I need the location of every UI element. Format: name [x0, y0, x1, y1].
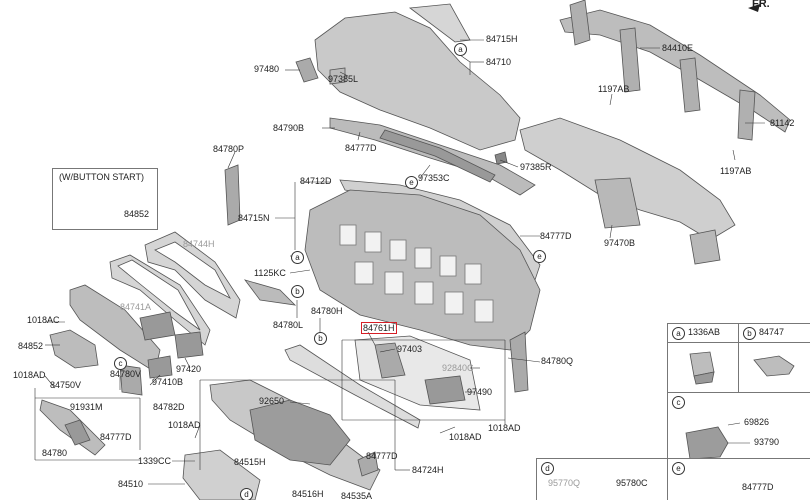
part-97385R[interactable]: 97385R: [520, 162, 552, 172]
part-84777D-c[interactable]: 84777D: [100, 432, 132, 442]
part-91931M[interactable]: 91931M: [70, 402, 103, 412]
front-direction-label: FR.: [752, 0, 770, 10]
side-strip: [284, 344, 421, 429]
part-84780[interactable]: 84780: [42, 448, 68, 458]
part-1018AD-d[interactable]: 1018AD: [488, 423, 521, 433]
callout-d-key: d: [541, 462, 554, 475]
callout-e-2[interactable]: e: [533, 250, 546, 263]
callout-a-2[interactable]: a: [291, 251, 304, 264]
part-84744H[interactable]: 84744H: [183, 239, 215, 249]
part-1197AB-right[interactable]: 1197AB: [720, 166, 752, 176]
part-97353C[interactable]: 97353C: [418, 173, 450, 183]
part-97385L[interactable]: 97385L: [328, 74, 359, 84]
part-84715H[interactable]: 84715H: [486, 34, 518, 44]
clip-part-icon: [689, 351, 715, 385]
part-84410E[interactable]: 84410E: [662, 43, 694, 53]
part-84780P[interactable]: 84780P: [213, 144, 245, 154]
part-84515H[interactable]: 84515H: [234, 457, 266, 467]
glove-box-door: [182, 449, 261, 500]
legend-cell-a: a 1336AB: [668, 324, 739, 392]
part-95770Q[interactable]: 95770Q: [548, 478, 581, 488]
part-84777D-e[interactable]: 84777D: [742, 482, 774, 492]
callout-e-1[interactable]: e: [405, 176, 418, 189]
part-84741A[interactable]: 84741A: [120, 302, 152, 312]
callout-b-2[interactable]: b: [314, 332, 327, 345]
part-84712D[interactable]: 84712D: [300, 176, 332, 186]
part-1018AD-c[interactable]: 1018AD: [449, 432, 482, 442]
part-84516H[interactable]: 84516H: [292, 489, 324, 499]
part-1018AD-b[interactable]: 1018AD: [168, 420, 201, 430]
part-84710[interactable]: 84710: [486, 57, 512, 67]
front-arrow-icon: [748, 4, 760, 12]
legend-cell-b: b 84747: [739, 324, 810, 392]
part-1018AD-a[interactable]: 1018AD: [13, 370, 46, 380]
part-97470B[interactable]: 97470B: [604, 238, 636, 248]
part-1125KC[interactable]: 1125KC: [254, 268, 286, 278]
callout-e-key: e: [672, 462, 685, 475]
part-92840C[interactable]: 92840C: [442, 363, 474, 373]
part-97410B[interactable]: 97410B: [152, 377, 184, 387]
callout-d-1[interactable]: d: [240, 488, 253, 500]
part-84852-a[interactable]: 84852: [124, 209, 150, 219]
part-84747[interactable]: 84747: [759, 327, 785, 337]
part-84510[interactable]: 84510: [118, 479, 144, 489]
part-93790[interactable]: 93790: [754, 437, 780, 447]
part-84761H-highlighted[interactable]: 84761H: [361, 322, 397, 334]
part-1197AB-top[interactable]: 1197AB: [598, 84, 630, 94]
part-97480[interactable]: 97480: [254, 64, 280, 74]
part-97403[interactable]: 97403: [397, 344, 423, 354]
legend-cell-d: d: [536, 458, 668, 500]
part-84777D-d[interactable]: 84777D: [366, 451, 398, 461]
legend-cell-e: e: [667, 458, 810, 500]
legend-cell-c: c 69826 93790: [668, 392, 810, 461]
part-97420[interactable]: 97420: [176, 364, 202, 374]
part-84780Q[interactable]: 84780Q: [541, 356, 574, 366]
callout-a-1[interactable]: a: [454, 43, 467, 56]
part-92650[interactable]: 92650: [259, 396, 285, 406]
part-84780H[interactable]: 84780H: [311, 306, 343, 316]
part-95780C[interactable]: 95780C: [616, 478, 648, 488]
part-69826[interactable]: 69826: [744, 417, 770, 427]
callout-b-key: b: [743, 327, 756, 340]
callout-b-1[interactable]: b: [291, 285, 304, 298]
part-84715N[interactable]: 84715N: [238, 213, 270, 223]
button-start-inset: (W/BUTTON START): [52, 168, 158, 230]
part-84782D[interactable]: 84782D: [153, 402, 185, 412]
cowl-cross-bar: [559, 9, 791, 133]
part-84750V[interactable]: 84750V: [50, 380, 82, 390]
part-1336AB[interactable]: 1336AB: [688, 327, 721, 337]
part-1339CC[interactable]: 1339CC: [138, 456, 172, 466]
connector-part-icon: [685, 422, 750, 460]
callout-c-key: c: [672, 396, 685, 409]
part-84724H[interactable]: 84724H: [412, 465, 444, 475]
part-81142[interactable]: 81142: [770, 118, 795, 128]
part-84777D-b[interactable]: 84777D: [540, 231, 572, 241]
part-1018AC[interactable]: 1018AC: [27, 315, 60, 325]
part-84852-b[interactable]: 84852: [18, 341, 44, 351]
main-crash-pad: [304, 189, 541, 351]
upper-crash-pad: [314, 11, 521, 151]
variant-note: (W/BUTTON START): [59, 172, 144, 182]
callout-c-1[interactable]: c: [114, 357, 127, 370]
part-97490[interactable]: 97490: [467, 387, 493, 397]
part-84780L[interactable]: 84780L: [273, 320, 304, 330]
part-84780V[interactable]: 84780V: [110, 369, 142, 379]
bracket-part-icon: [753, 355, 795, 377]
part-84535A[interactable]: 84535A: [341, 491, 373, 500]
callout-a-key: a: [672, 327, 685, 340]
part-84777D-a[interactable]: 84777D: [345, 143, 377, 153]
part-84790B[interactable]: 84790B: [273, 123, 305, 133]
